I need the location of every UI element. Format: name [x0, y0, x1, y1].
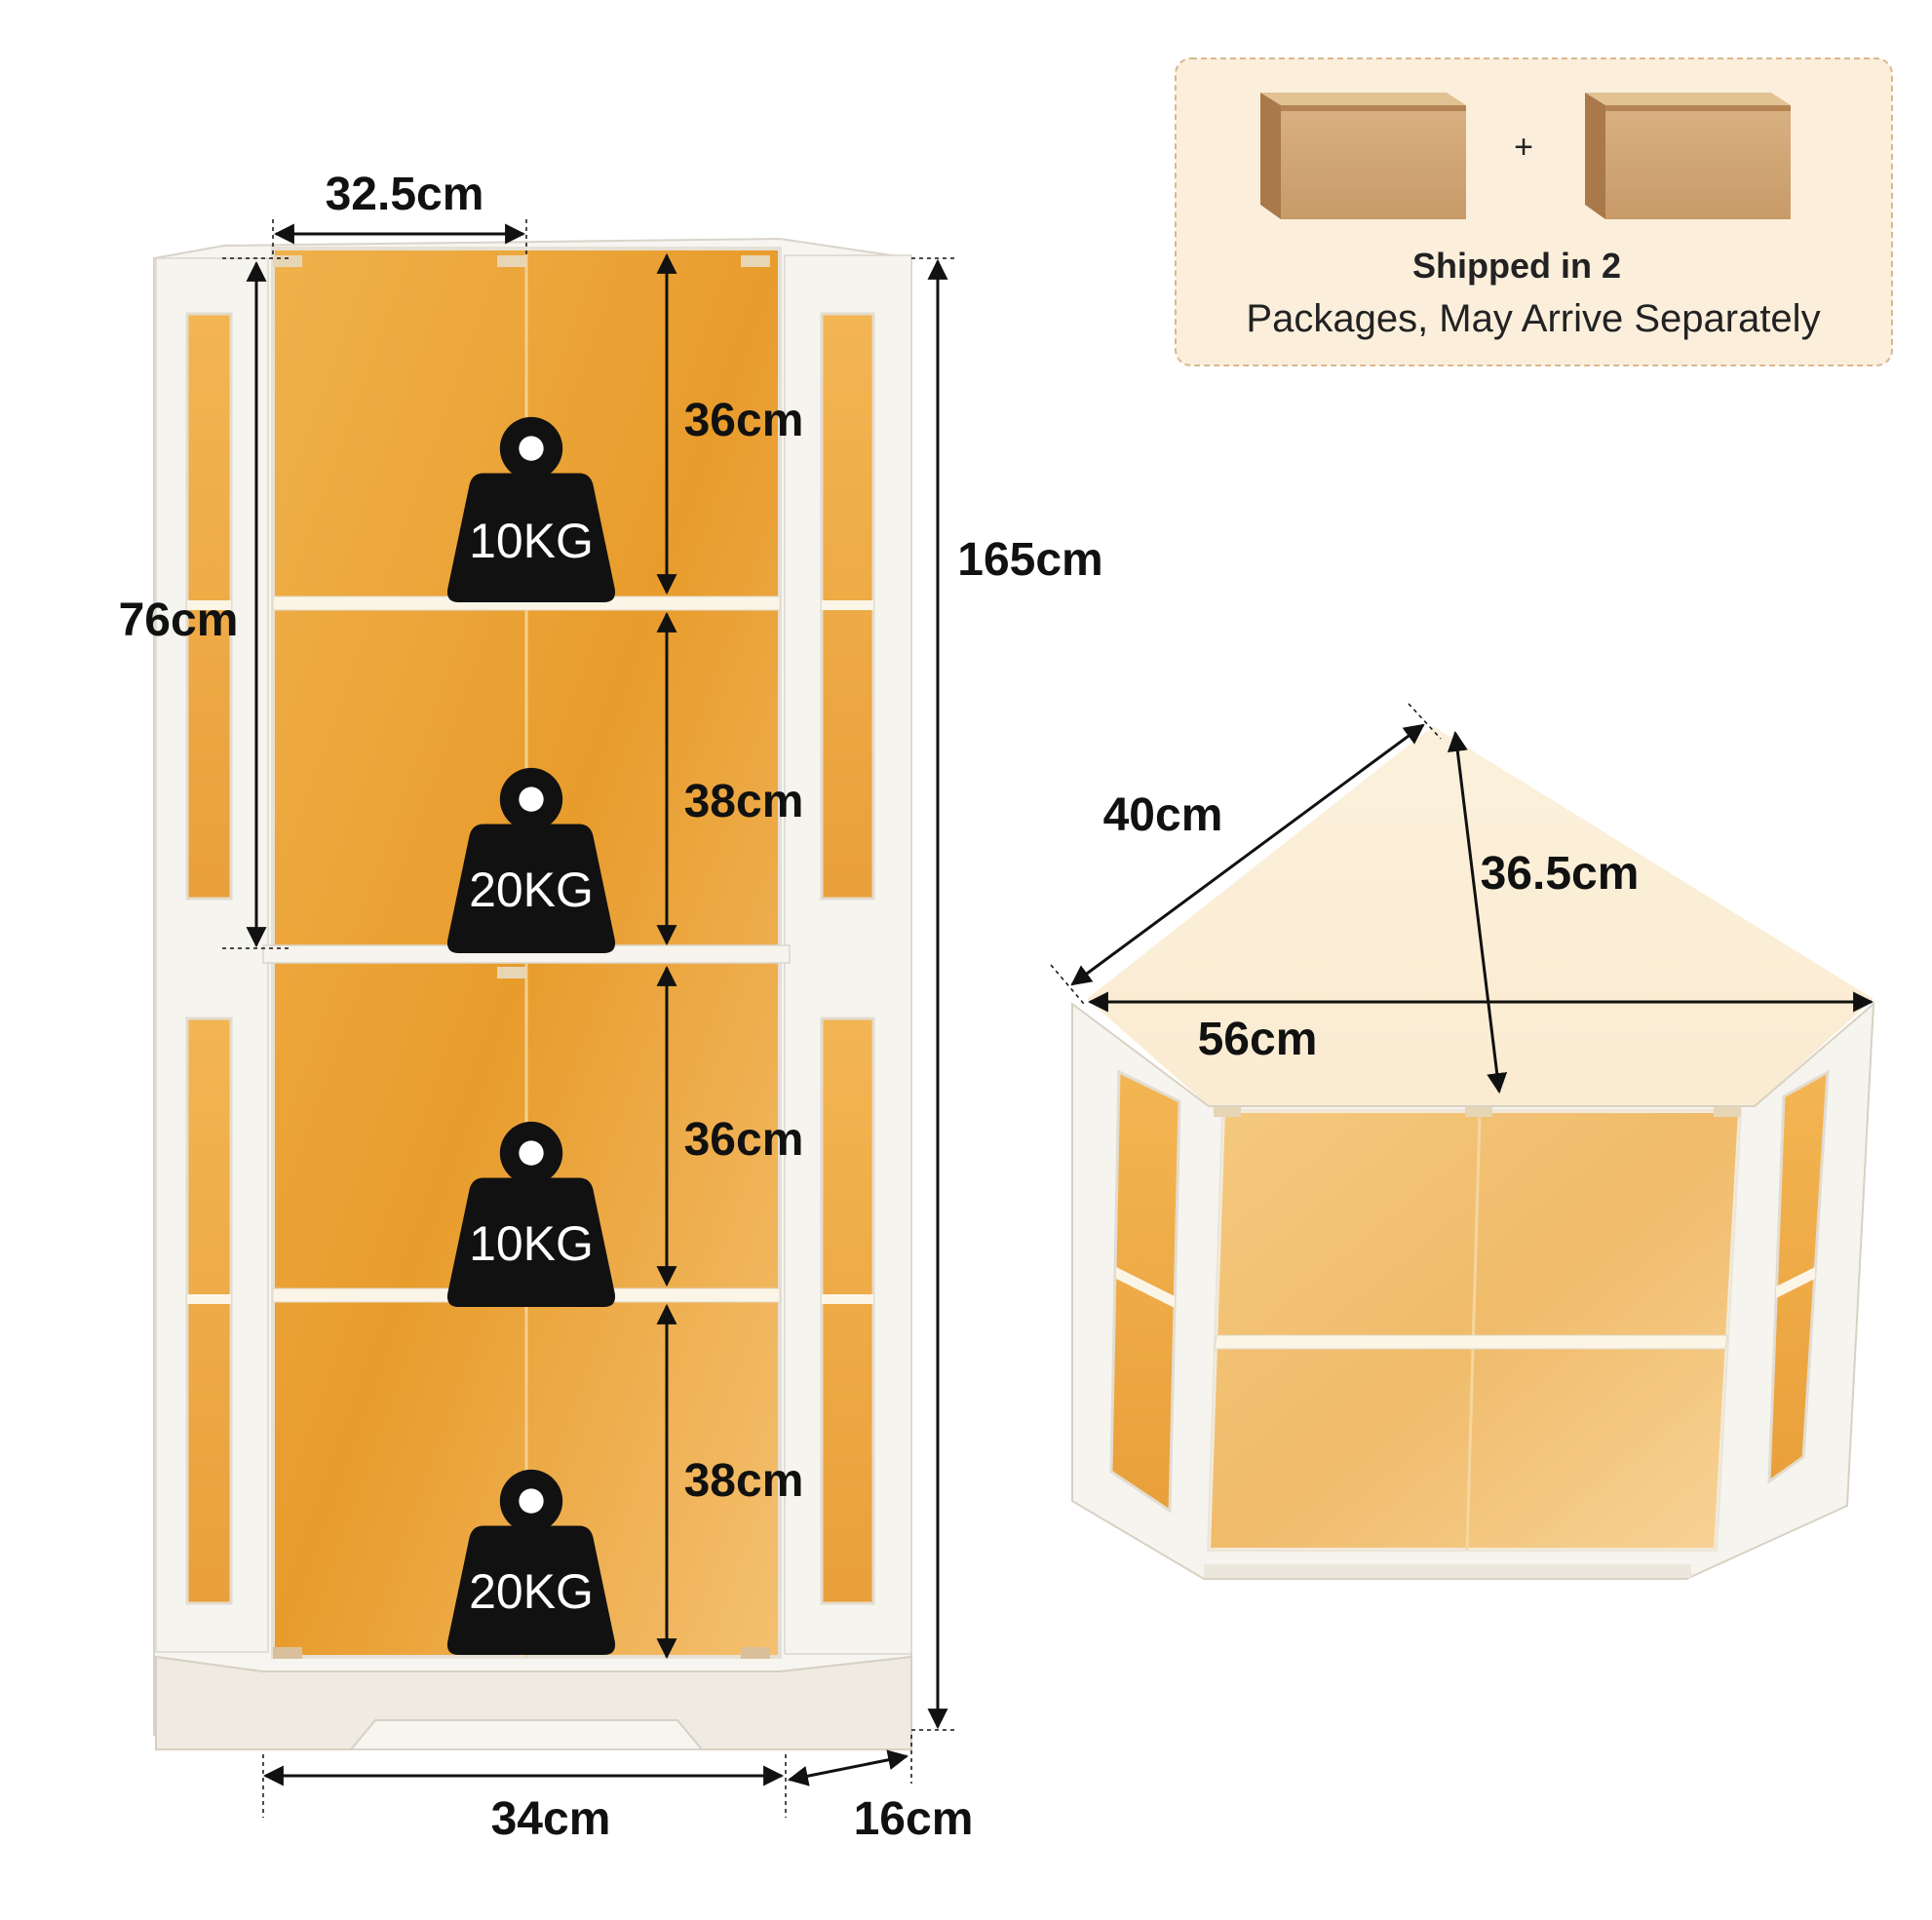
base-width-label: 34cm: [491, 1793, 611, 1845]
weight-icon: 10KG: [446, 416, 616, 603]
compartment-height-label: 36cm: [684, 1114, 804, 1166]
side-depth-label: 16cm: [854, 1793, 974, 1845]
dimension-lines: [246, 223, 948, 1786]
width-label: 56cm: [1198, 1014, 1318, 1065]
package-box-icon: [1585, 93, 1791, 219]
shipping-line-2: Packages, May Arrive Separately: [1246, 297, 1820, 340]
plus-sign: +: [1514, 129, 1533, 166]
dimension-guides: [222, 219, 955, 1818]
load-label: 10KG: [469, 514, 594, 568]
weight-icon: 20KG: [446, 1469, 616, 1656]
top-view-guides: [1050, 703, 1442, 1005]
package-box-icon: [1260, 93, 1466, 219]
compartment-height-label: 38cm: [684, 1455, 804, 1507]
shelf-width-label: 32.5cm: [326, 169, 484, 220]
total-height-label: 165cm: [957, 534, 1102, 586]
weight-icon: 10KG: [446, 1121, 616, 1308]
weight-icon: 20KG: [446, 767, 616, 954]
compartment-height-label: 36cm: [684, 395, 804, 446]
shipping-line-1: Shipped in 2: [1412, 246, 1621, 286]
compartment-height-label: 38cm: [684, 776, 804, 827]
load-label: 20KG: [469, 863, 594, 917]
shipping-banner: + Shipped in 2 Packages, May Arrive Sepa…: [1175, 58, 1893, 366]
load-label: 10KG: [469, 1216, 594, 1271]
upper-height-label: 76cm: [119, 595, 239, 646]
top-view-cabinet: [1071, 726, 1875, 1580]
depth-label: 36.5cm: [1481, 848, 1640, 900]
load-label: 20KG: [469, 1564, 594, 1619]
side-length-label: 40cm: [1103, 789, 1223, 841]
top-view-dimension-lines: [1070, 723, 1874, 1094]
